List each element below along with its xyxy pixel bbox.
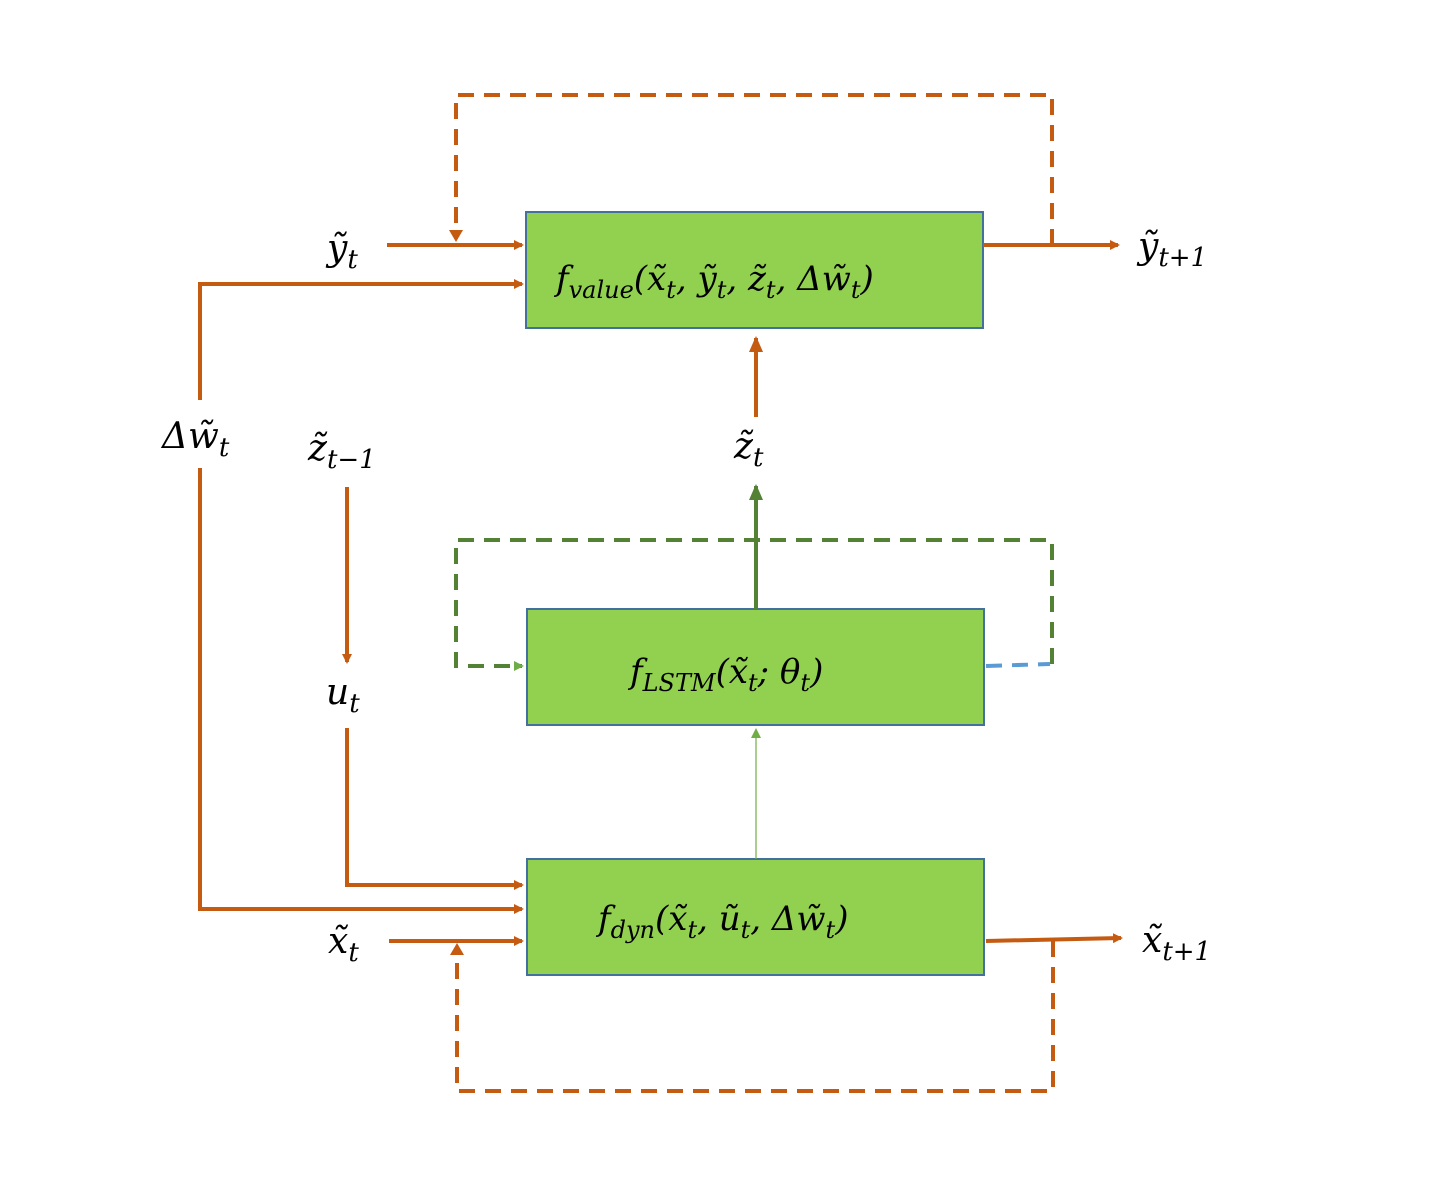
lstm-feedback-dashed [454, 538, 1054, 671]
arrow-dw-to-value [198, 279, 524, 400]
label-u-t: ut [326, 672, 360, 719]
label-x-t: x̃t [328, 921, 359, 968]
value-feedback-dashed [454, 93, 1054, 245]
label-delta-w-t: Δw̃t [160, 416, 230, 463]
label-x-t-plus-1: x̃t+1 [1142, 920, 1211, 967]
label-z-t-minus-1: z̃t−1 [307, 428, 376, 475]
arrow-dyn-to-xt1 [985, 933, 1123, 944]
arrow-ut-to-dyn [345, 728, 524, 890]
value-function-block [525, 211, 984, 329]
dyn-feedback-dashed [455, 941, 1055, 1093]
dynamics-block [526, 858, 985, 976]
dynamics-label: fdyn(x̃t, ũt, Δw̃t) [595, 899, 848, 944]
lstm-state-dashed-blue [985, 662, 1051, 668]
lstm-block [526, 608, 985, 726]
value-function-label: fvalue(x̃t, ỹt, z̃t, Δw̃t) [553, 259, 874, 304]
label-y-t: ỹt [325, 228, 358, 275]
label-z-t: z̃t [733, 426, 764, 473]
arrow-dw-to-dyn [198, 468, 524, 914]
lstm-label: fLSTM(x̃t; θt) [627, 652, 823, 697]
value-feedback-arrowhead [449, 230, 463, 242]
label-y-t-plus-1: ỹt+1 [1136, 226, 1207, 273]
dyn-feedback-arrowhead [450, 943, 464, 955]
